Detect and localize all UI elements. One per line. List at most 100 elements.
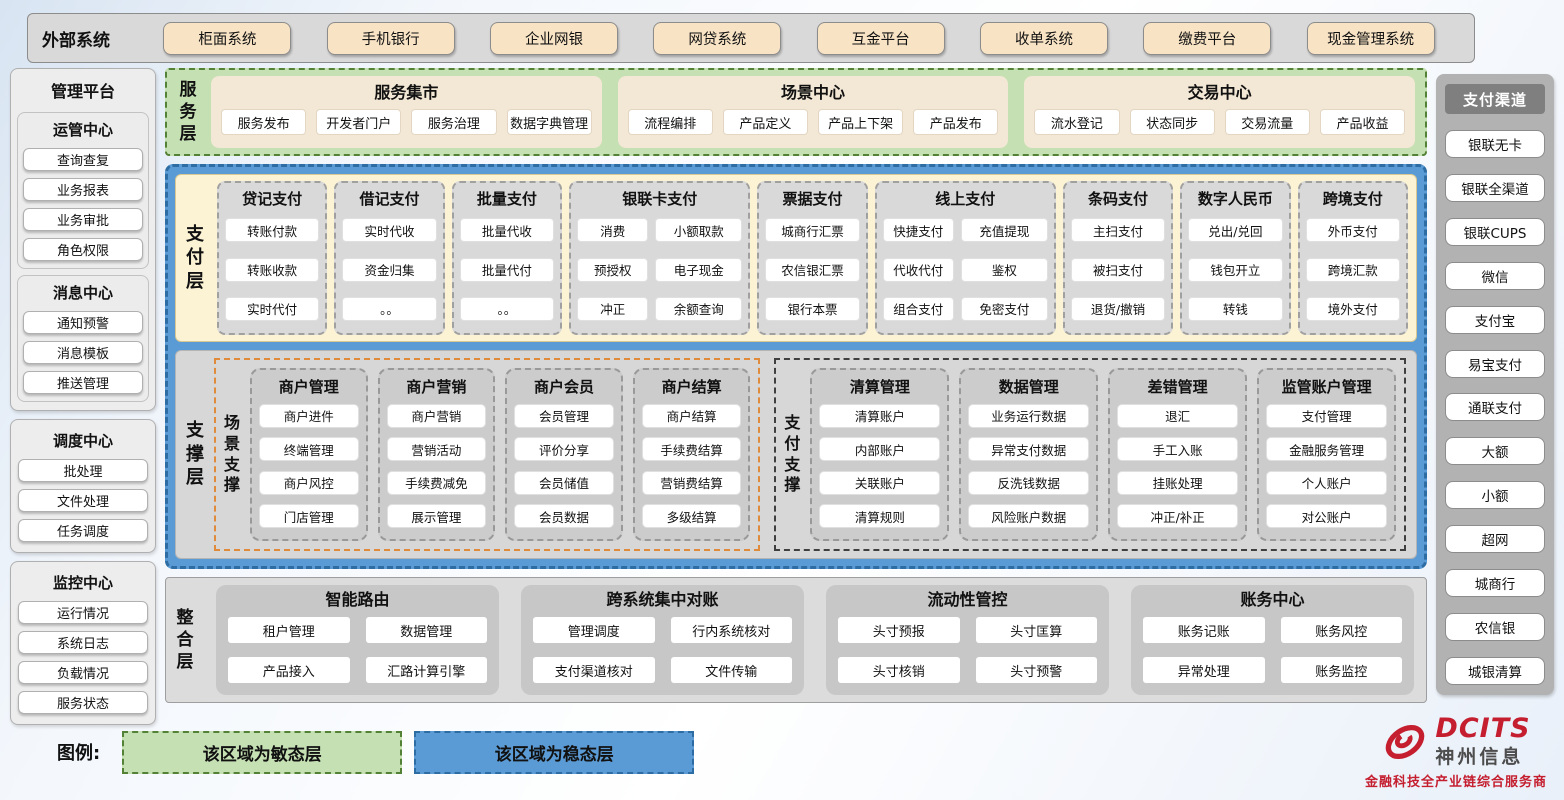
payment-column-title: 批量支付 <box>476 190 537 208</box>
payment-support-section: 支付支撑 清算管理清算账户内部账户关联账户清算规则数据管理业务运行数据异常支付数… <box>774 358 1406 551</box>
payment-column-title: 借记支付 <box>359 190 420 208</box>
integration-panel: 跨系统集中对账管理调度行内系统核对支付渠道核对文件传输 <box>521 585 804 695</box>
integration-item-box: 租户管理 <box>228 617 350 643</box>
support-item-box: 商户结算 <box>641 403 742 428</box>
support-item-box: 个人账户 <box>1266 470 1388 495</box>
support-item-box: 会员管理 <box>514 403 614 428</box>
support-item-box: 业务运行数据 <box>968 403 1090 428</box>
management-item-box: 推送管理 <box>23 371 143 394</box>
payment-channel-box: 城银清算 <box>1445 656 1545 685</box>
external-system-box: 互金平台 <box>816 21 945 55</box>
support-column: 商户会员会员管理评价分享会员储值会员数据 <box>505 368 623 541</box>
management-group-title: 监控中心 <box>52 574 113 592</box>
management-item-box: 角色权限 <box>23 238 143 261</box>
integration-item-box: 头寸匡算 <box>975 617 1097 643</box>
payment-channel-box: 银联无卡 <box>1445 129 1545 158</box>
management-group: 运管中心查询查复业务报表业务审批角色权限 <box>17 112 149 269</box>
payment-channel-box: 银联CUPS <box>1445 217 1545 246</box>
payment-channel-box: 通联支付 <box>1445 393 1545 422</box>
payment-column-items: 主扫支付被扫支付退货/撤销 <box>1070 212 1166 327</box>
payment-channel-box: 城商行 <box>1445 569 1545 598</box>
payment-item-box: 转钱 <box>1188 296 1283 321</box>
integration-item-box: 账务监控 <box>1280 657 1402 683</box>
external-system-box: 现金管理系统 <box>1306 21 1435 55</box>
payment-column-items: 外币支付跨境汇款境外支付 <box>1305 212 1400 327</box>
payment-item-box: 余额查询 <box>655 296 743 321</box>
support-item-box: 退汇 <box>1117 403 1239 428</box>
payment-item-box: 组合支付 <box>882 296 954 321</box>
support-column: 监管账户管理支付管理金融服务管理个人账户对公账户 <box>1257 368 1397 541</box>
integration-layer: 整合层 智能路由租户管理数据管理产品接入汇路计算引擎跨系统集中对账管理调度行内系… <box>165 577 1427 703</box>
service-item-box: 流水登记 <box>1034 109 1120 135</box>
scene-support-section: 场景支撑 商户管理商户进件终端管理商户风控门店管理商户营销商户营销营销活动手续费… <box>214 358 761 551</box>
payment-item-box: 免密支付 <box>960 296 1048 321</box>
payment-item-box: 资金归集 <box>342 257 437 282</box>
payment-channel-box: 银联全渠道 <box>1445 173 1545 202</box>
integration-layer-label: 整合层 <box>176 607 194 673</box>
support-item-box: 异常支付数据 <box>968 437 1090 462</box>
support-column-title: 差错管理 <box>1147 378 1208 396</box>
payment-layer-label: 支付层 <box>186 223 204 292</box>
payment-item-box: 转账收款 <box>225 257 320 282</box>
support-item-box: 营销活动 <box>386 437 487 462</box>
payment-item-box: 冲正 <box>577 296 649 321</box>
legend-stable-layer: 该区域为稳态层 <box>414 730 695 774</box>
integration-panel-title: 流动性管控 <box>927 590 1008 609</box>
support-column: 清算管理清算账户内部账户关联账户清算规则 <box>810 368 950 541</box>
payment-item-box: 代收代付 <box>882 257 954 282</box>
support-item-box: 冲正/补正 <box>1117 504 1239 529</box>
payment-item-box: 小额取款 <box>655 218 743 243</box>
payment-column-title: 数字人民币 <box>1197 190 1273 208</box>
integration-panel-title: 跨系统集中对账 <box>606 590 719 609</box>
payment-item-box: 跨境汇款 <box>1305 257 1400 282</box>
integration-item-box: 支付渠道核对 <box>533 657 655 683</box>
support-sections: 场景支撑 商户管理商户进件终端管理商户风控门店管理商户营销商户营销营销活动手续费… <box>214 358 1406 551</box>
payment-channel-box: 支付宝 <box>1445 305 1545 334</box>
payment-item-box: 兑出/兑回 <box>1188 218 1283 243</box>
management-panel: 调度中心批处理文件处理任务调度 <box>10 419 156 553</box>
support-column: 商户管理商户进件终端管理商户风控门店管理 <box>250 368 368 541</box>
support-column-items: 商户进件终端管理商户风控门店管理 <box>259 400 359 532</box>
management-group-title: 运管中心 <box>52 121 113 139</box>
service-center-items: 服务发布开发者门户服务治理数据字典管理 <box>221 103 592 141</box>
support-column-title: 商户营销 <box>406 378 467 396</box>
center-layers: 服务层 服务集市服务发布开发者门户服务治理数据字典管理场景中心流程编排产品定义产… <box>165 68 1427 703</box>
management-item-box: 运行情况 <box>18 601 148 624</box>
management-group: 监控中心运行情况系统日志负载情况服务状态 <box>17 568 149 716</box>
payment-column: 贷记支付转账付款转账收款实时代付 <box>217 181 328 335</box>
support-item-box: 终端管理 <box>259 437 359 462</box>
integration-item-box: 异常处理 <box>1143 657 1265 683</box>
support-item-box: 金融服务管理 <box>1266 437 1388 462</box>
integration-item-box: 产品接入 <box>228 657 350 683</box>
payment-item-box: 鉴权 <box>960 257 1048 282</box>
payment-layer-columns: 贷记支付转账付款转账收款实时代付借记支付实时代收资金归集。。批量支付批量代收批量… <box>217 181 1408 335</box>
support-column-items: 业务运行数据异常支付数据反洗钱数据风险账户数据 <box>968 400 1090 532</box>
integration-item-box: 文件传输 <box>670 657 792 683</box>
service-item-box: 产品定义 <box>722 109 809 135</box>
management-group-title: 调度中心 <box>52 432 113 450</box>
management-group-title: 消息中心 <box>52 284 113 302</box>
support-column-items: 清算账户内部账户关联账户清算规则 <box>819 400 941 532</box>
integration-panel-title: 智能路由 <box>325 590 390 609</box>
external-system-box: 手机银行 <box>326 21 455 55</box>
support-column-items: 会员管理评价分享会员储值会员数据 <box>514 400 614 532</box>
support-item-box: 反洗钱数据 <box>968 470 1090 495</box>
integration-panel-items: 管理调度行内系统核对支付渠道核对文件传输 <box>533 613 792 687</box>
payment-column-title: 贷记支付 <box>242 190 303 208</box>
service-item-box: 状态同步 <box>1129 109 1215 135</box>
management-item-box: 业务报表 <box>23 178 143 201</box>
support-column-title: 清算管理 <box>849 378 910 396</box>
external-system-box: 缴费平台 <box>1143 21 1272 55</box>
payment-column-title: 跨境支付 <box>1322 190 1383 208</box>
payment-column-title: 线上支付 <box>935 190 996 208</box>
support-item-box: 内部账户 <box>819 437 941 462</box>
service-center-panel: 交易中心流水登记状态同步交易流量产品收益 <box>1024 76 1416 148</box>
payment-item-box: 预授权 <box>577 257 649 282</box>
service-item-box: 服务治理 <box>411 109 497 135</box>
integration-item-box: 行内系统核对 <box>670 617 792 643</box>
support-layer: 支撑层 场景支撑 商户管理商户进件终端管理商户风控门店管理商户营销商户营销营销活… <box>175 350 1417 559</box>
service-item-box: 产品收益 <box>1319 109 1406 135</box>
support-column-title: 商户结算 <box>661 378 722 396</box>
service-layer-label: 服务层 <box>179 79 197 145</box>
